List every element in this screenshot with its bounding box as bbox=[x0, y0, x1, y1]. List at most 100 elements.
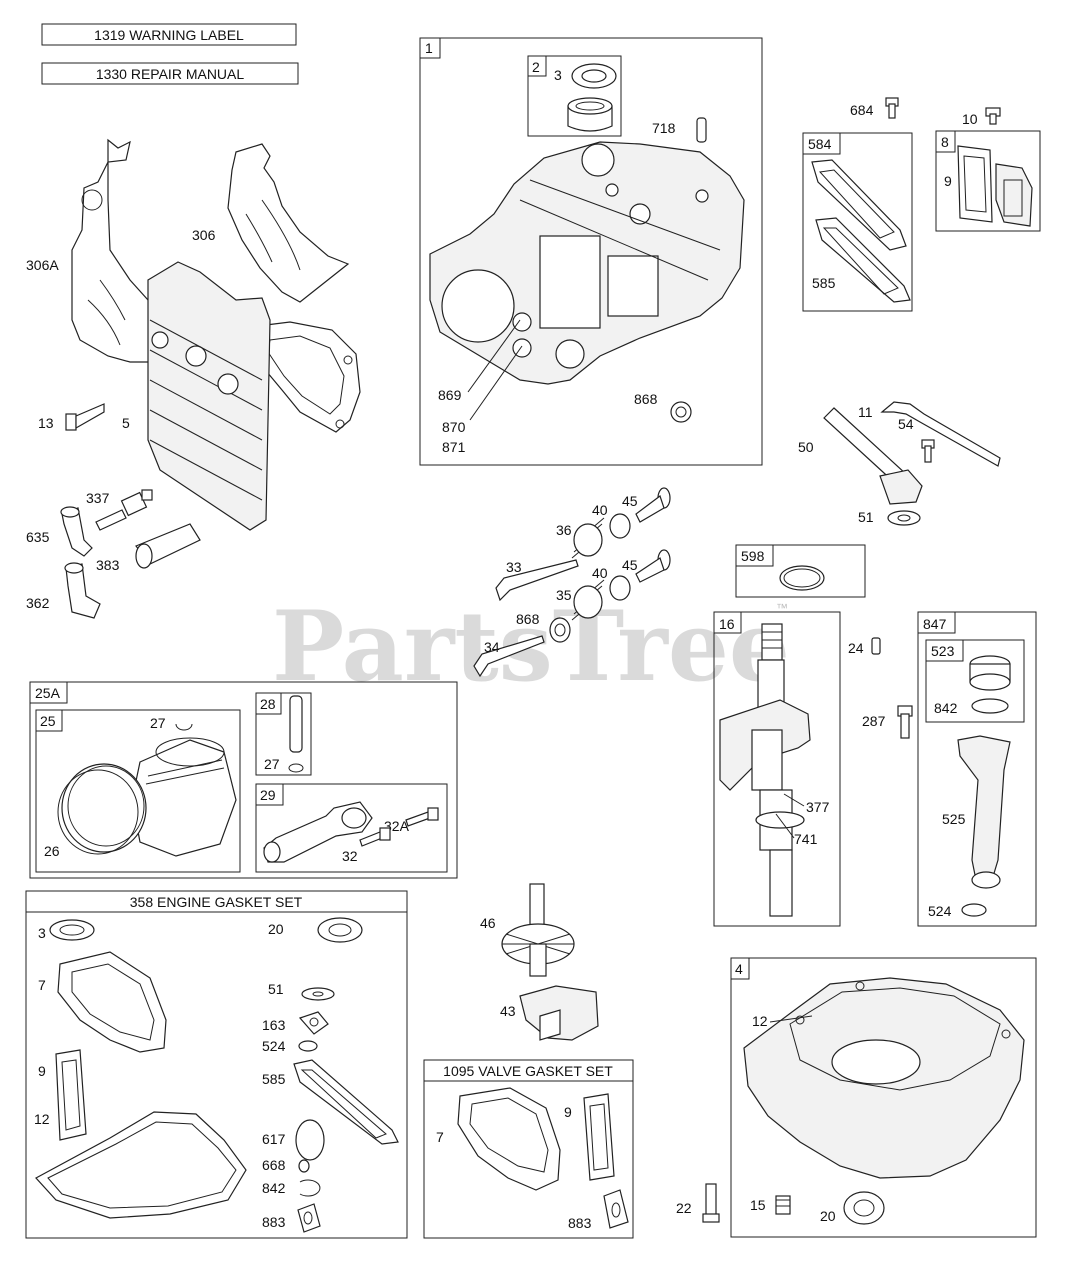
dowel-24[interactable] bbox=[871, 637, 881, 655]
plug-15[interactable] bbox=[775, 1195, 791, 1215]
boot-635[interactable] bbox=[60, 506, 93, 557]
o-ring-524[interactable] bbox=[961, 903, 987, 917]
shroud-306A[interactable] bbox=[71, 138, 155, 363]
gs-gasket-9[interactable] bbox=[55, 1049, 87, 1141]
gs-gasket-51[interactable] bbox=[301, 987, 335, 1001]
group-4-box bbox=[730, 957, 1037, 1238]
gs-sump-gasket-12[interactable] bbox=[35, 1111, 247, 1219]
gs-callout-163: 163 bbox=[262, 1017, 286, 1033]
group-523-label: 523 bbox=[931, 643, 955, 659]
governor-43[interactable] bbox=[519, 985, 599, 1041]
crankshaft-16[interactable] bbox=[719, 623, 811, 917]
callout-27b: 27 bbox=[264, 756, 280, 772]
group-29-box bbox=[255, 783, 448, 873]
piston-25[interactable] bbox=[131, 737, 237, 857]
tube-50[interactable] bbox=[823, 407, 923, 505]
bolt-684[interactable] bbox=[885, 97, 899, 119]
gs-gasket-585[interactable] bbox=[293, 1059, 399, 1145]
ring-598[interactable] bbox=[779, 565, 825, 591]
group-2-box bbox=[527, 55, 622, 137]
retainer-40a[interactable] bbox=[609, 513, 631, 539]
retaining-ring-27b[interactable] bbox=[288, 763, 304, 773]
seal-868a[interactable] bbox=[670, 401, 692, 423]
retainer-40b[interactable] bbox=[609, 575, 631, 601]
retainer-45b[interactable] bbox=[635, 549, 671, 583]
engine-block-1[interactable] bbox=[429, 141, 745, 385]
bolt-54[interactable] bbox=[921, 439, 935, 463]
group-4-tag bbox=[730, 957, 750, 980]
cylinder-head-5[interactable] bbox=[147, 261, 271, 531]
callout-15: 15 bbox=[750, 1197, 766, 1213]
group-8-tag bbox=[935, 130, 956, 153]
callout-11: 11 bbox=[858, 404, 873, 420]
callout-13: 13 bbox=[38, 415, 54, 431]
ring-set-26[interactable] bbox=[57, 763, 147, 855]
retainer-45a[interactable] bbox=[635, 487, 671, 523]
gs-ring-524[interactable] bbox=[298, 1040, 318, 1052]
callout-871: 871 bbox=[442, 439, 466, 455]
dipstick-tube-525[interactable] bbox=[957, 735, 1011, 889]
gs-seal-3[interactable] bbox=[49, 919, 95, 941]
group-847-label: 847 bbox=[923, 616, 947, 632]
gasket-585[interactable] bbox=[815, 217, 911, 303]
gs-ring-668[interactable] bbox=[298, 1159, 310, 1173]
vs-head-gasket-7[interactable] bbox=[457, 1087, 561, 1191]
gs-head-gasket-7[interactable] bbox=[57, 951, 167, 1053]
spring-35[interactable] bbox=[571, 579, 605, 621]
dowel-718[interactable] bbox=[696, 117, 707, 143]
gs-gasket-163[interactable] bbox=[298, 1011, 329, 1035]
bolt-32A[interactable] bbox=[405, 807, 439, 827]
bolt-13[interactable] bbox=[65, 403, 105, 431]
group-16-tag bbox=[713, 611, 742, 634]
bolt-32[interactable] bbox=[359, 827, 391, 847]
gs-callout-51: 51 bbox=[268, 981, 284, 997]
gs-seal-20[interactable] bbox=[317, 917, 363, 943]
callout-337: 337 bbox=[86, 490, 110, 506]
retaining-ring-27a[interactable] bbox=[175, 723, 193, 731]
callout-306A: 306A bbox=[26, 257, 59, 273]
warning-label-box[interactable] bbox=[41, 23, 297, 46]
dipstick-cap-523[interactable] bbox=[969, 655, 1011, 691]
gs-callout-20: 20 bbox=[268, 921, 284, 937]
boot-362[interactable] bbox=[64, 562, 101, 619]
bolt-22[interactable] bbox=[702, 1183, 720, 1223]
vs-gasket-9[interactable] bbox=[583, 1093, 615, 1181]
seal-3[interactable] bbox=[571, 63, 617, 89]
gs-ring-617[interactable] bbox=[295, 1119, 325, 1161]
group-25A-box bbox=[29, 681, 458, 879]
seal-868b[interactable] bbox=[549, 617, 571, 643]
bolt-287[interactable] bbox=[897, 705, 913, 739]
group-29-label: 29 bbox=[260, 787, 276, 803]
group-523-tag bbox=[925, 639, 964, 662]
gs-ring-842[interactable] bbox=[299, 1179, 321, 1197]
gs-callout-524: 524 bbox=[262, 1038, 286, 1054]
bearing-2[interactable] bbox=[567, 97, 613, 132]
spark-plug-337[interactable] bbox=[95, 489, 153, 531]
valve-33[interactable] bbox=[495, 559, 579, 602]
connecting-rod-29[interactable] bbox=[263, 801, 373, 863]
camshaft-46[interactable] bbox=[501, 883, 575, 977]
bolt-10[interactable] bbox=[985, 107, 1001, 125]
head-gasket-7[interactable] bbox=[251, 321, 361, 433]
gs-gasket-883[interactable] bbox=[297, 1203, 321, 1233]
piston-pin-28[interactable] bbox=[289, 695, 303, 753]
callout-306: 306 bbox=[192, 227, 216, 243]
shroud-306[interactable] bbox=[227, 143, 350, 303]
callout-585a: 585 bbox=[812, 275, 836, 291]
repair-manual-box[interactable] bbox=[41, 62, 299, 85]
cover-8[interactable] bbox=[995, 163, 1033, 227]
dipstick-tube-11[interactable] bbox=[880, 401, 1001, 467]
group-29-tag bbox=[255, 783, 284, 806]
spring-36[interactable] bbox=[571, 517, 605, 559]
seal-20a[interactable] bbox=[843, 1191, 885, 1225]
group-598-box bbox=[735, 544, 866, 598]
shield-383[interactable] bbox=[135, 523, 201, 569]
valve-34[interactable] bbox=[473, 635, 545, 678]
vs-callout-883: 883 bbox=[568, 1215, 592, 1231]
gasket-584[interactable] bbox=[811, 159, 907, 251]
vs-gasket-883[interactable] bbox=[603, 1189, 629, 1229]
gasket-9-cover[interactable] bbox=[957, 145, 993, 223]
o-ring-842[interactable] bbox=[971, 698, 1009, 714]
sump-4[interactable] bbox=[743, 977, 1025, 1179]
gasket-51[interactable] bbox=[887, 510, 921, 526]
